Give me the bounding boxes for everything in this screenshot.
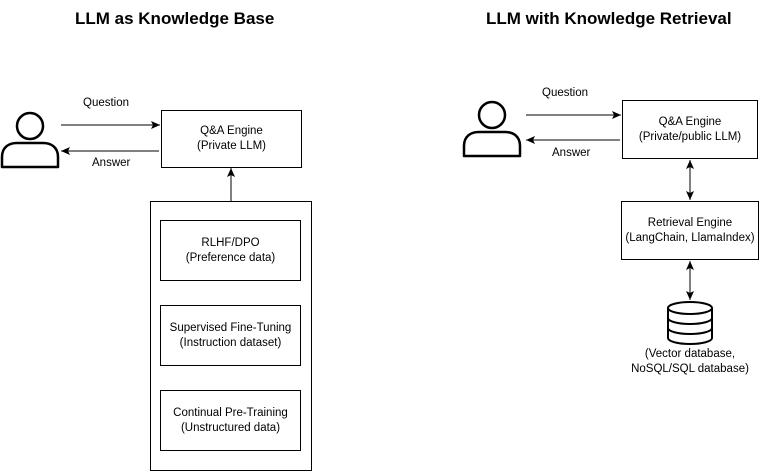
left-qa-engine-title: Q&A Engine bbox=[200, 125, 263, 137]
right-question-label: Question bbox=[542, 87, 589, 99]
left-qa-engine-subtitle: (Private LLM) bbox=[196, 140, 267, 152]
rlhf-subtitle: (Preference data) bbox=[185, 251, 276, 264]
left-question-label: Question bbox=[83, 97, 130, 109]
sft-subtitle: (Instruction dataset) bbox=[179, 336, 282, 349]
cpt-subtitle: (Unstructured data) bbox=[180, 421, 281, 434]
retrieval-engine-subtitle: (LangChain, LlamaIndex) bbox=[625, 231, 755, 244]
right-title: LLM with Knowledge Retrieval bbox=[486, 9, 732, 28]
user-icon bbox=[0, 111, 60, 169]
database-caption-line2: NoSQL/SQL database) bbox=[631, 363, 749, 375]
sft-title: Supervised Fine-Tuning bbox=[169, 321, 292, 334]
retrieval-engine-title: Retrieval Engine bbox=[647, 216, 733, 229]
retrieval-engine-box: Retrieval Engine (LangChain, LlamaIndex) bbox=[621, 201, 759, 260]
cpt-title: Continual Pre-Training bbox=[173, 406, 288, 419]
right-qa-engine-title: Q&A Engine bbox=[658, 115, 722, 128]
database-icon bbox=[667, 301, 713, 345]
rlhf-title: RLHF/DPO bbox=[201, 236, 260, 249]
sft-box: Supervised Fine-Tuning (Instruction data… bbox=[160, 305, 301, 366]
right-qa-engine-subtitle: (Private/public LLM) bbox=[638, 130, 742, 143]
user-icon bbox=[462, 100, 522, 158]
right-answer-label: Answer bbox=[552, 147, 591, 159]
left-title: LLM as Knowledge Base bbox=[75, 9, 275, 28]
rlhf-box: RLHF/DPO (Preference data) bbox=[160, 220, 301, 281]
database-caption-line1: (Vector database, bbox=[644, 348, 736, 360]
left-qa-engine-box: Q&A Engine (Private LLM) bbox=[161, 110, 302, 168]
left-answer-label: Answer bbox=[92, 157, 131, 169]
right-qa-engine-box: Q&A Engine (Private/public LLM) bbox=[622, 100, 758, 159]
cpt-box: Continual Pre-Training (Unstructured dat… bbox=[160, 390, 301, 451]
database-caption: (Vector database, NoSQL/SQL database) bbox=[631, 347, 749, 377]
